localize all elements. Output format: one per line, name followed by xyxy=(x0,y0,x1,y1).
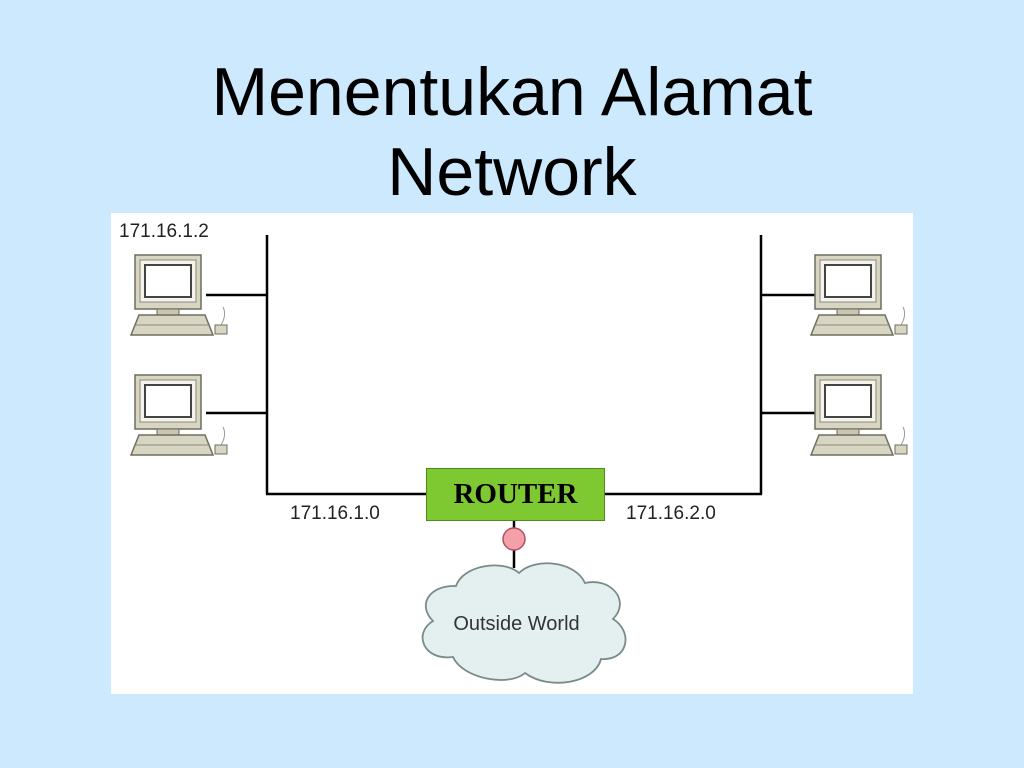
title-line-2: Network xyxy=(387,134,637,210)
computer-icon xyxy=(810,374,908,456)
cloud-label: Outside World xyxy=(453,613,580,635)
right-network-address: 171.16.2.0 xyxy=(626,503,716,524)
computer-icon xyxy=(130,374,228,456)
cloud-icon xyxy=(421,562,627,684)
router-label: ROUTER xyxy=(453,478,578,510)
router-box: ROUTER xyxy=(426,468,605,521)
network-diagram-svg xyxy=(130,235,908,684)
router-port-icon xyxy=(502,527,526,551)
title-line-1: Menentukan Alamat xyxy=(211,54,813,130)
slide-title: Menentukan Alamat Network xyxy=(0,52,1024,212)
network-diagram: 171.16.1.2 ROUTER 171.16.1.0 171.16.2.0 … xyxy=(111,213,913,694)
computer-icon xyxy=(810,254,908,336)
host-address-label: 171.16.1.2 xyxy=(119,221,209,242)
left-network-address: 171.16.1.0 xyxy=(290,503,380,524)
